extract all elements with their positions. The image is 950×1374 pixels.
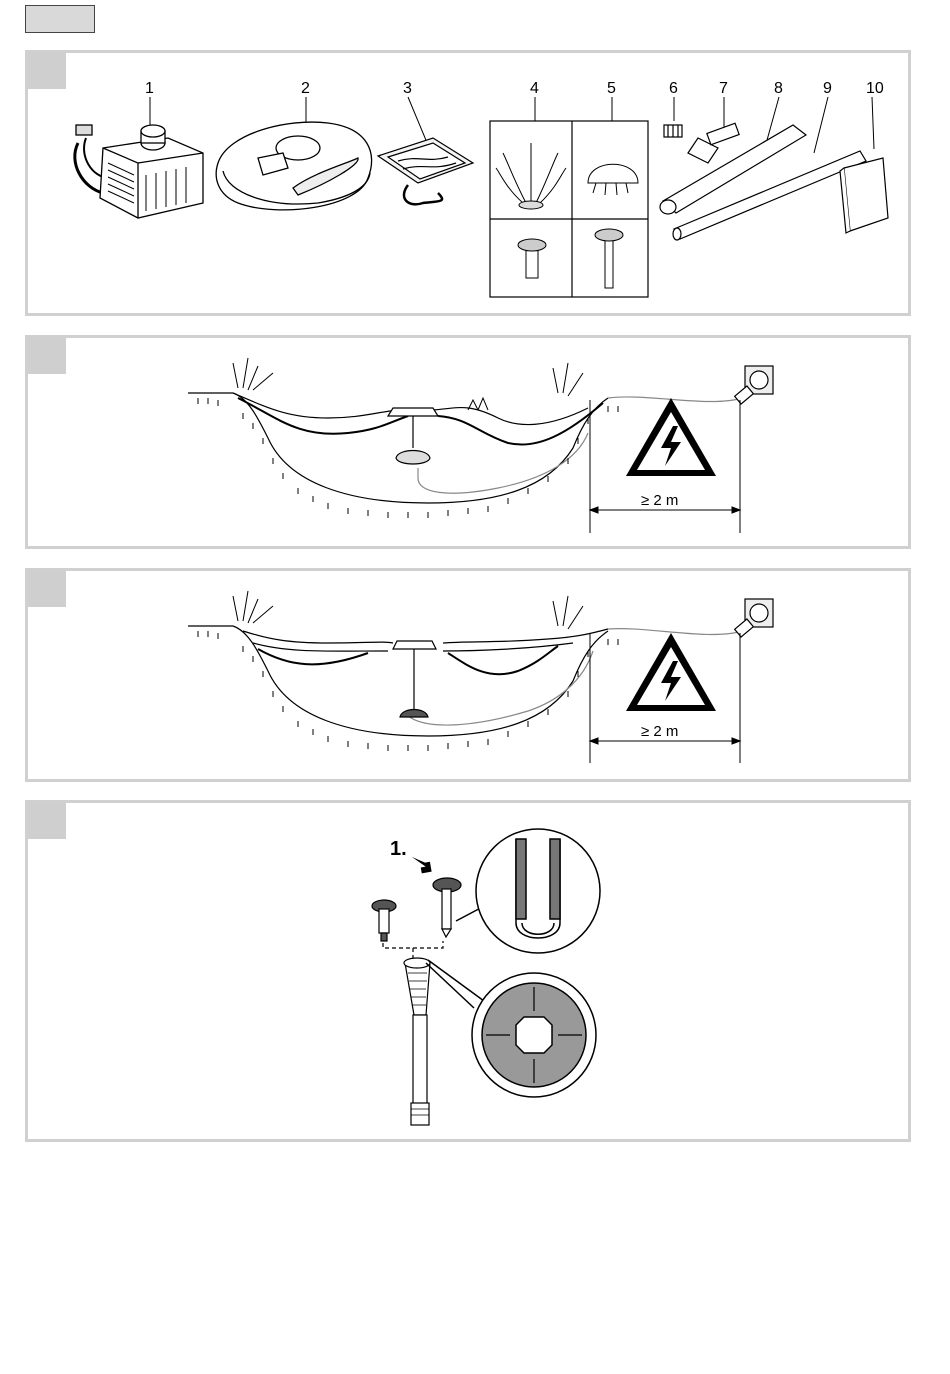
electric-hazard-icon <box>626 398 716 476</box>
detail-magnifier <box>426 960 596 1097</box>
pump-icon <box>75 125 203 218</box>
part-label-8: 8 <box>774 80 783 97</box>
pond-diagram: ≥ 2 m <box>28 571 914 785</box>
plant-icon <box>233 358 583 410</box>
manual-icon <box>840 158 888 233</box>
flow-regulator-icon <box>688 123 739 163</box>
electric-hazard-icon <box>626 633 716 711</box>
arrow-down-icon <box>412 854 432 875</box>
panel-placement-2: ≥ 2 m <box>25 568 911 782</box>
nozzle-part-icon <box>372 900 396 941</box>
part-label-7: 7 <box>719 80 728 97</box>
telescopic-tube-icon <box>404 958 430 1125</box>
assembly-drawing: 1. <box>28 803 914 1145</box>
filter-bag-icon <box>378 138 473 204</box>
part-label-6: 6 <box>669 80 678 97</box>
panel-placement-1: ≥ 2 m <box>25 335 911 549</box>
power-socket-icon <box>735 599 773 637</box>
part-label-10: 10 <box>866 80 884 97</box>
part-label-1: 1 <box>145 80 154 97</box>
distance-label: ≥ 2 m <box>641 723 678 740</box>
part-label-4: 4 <box>530 80 539 97</box>
pump-cover-icon <box>216 122 371 210</box>
nozzle-part-icon <box>433 878 461 937</box>
part-label-5: 5 <box>607 80 616 97</box>
power-socket-icon <box>735 366 773 404</box>
plant-icon <box>233 591 583 629</box>
figure-tag <box>25 5 95 33</box>
part-label-2: 2 <box>301 80 310 97</box>
pond-diagram: ≥ 2 m <box>28 338 914 552</box>
distance-label: ≥ 2 m <box>641 492 678 509</box>
panel-parts: 1 2 3 4 5 6 7 8 9 10 <box>25 50 911 316</box>
detail-magnifier <box>456 829 600 953</box>
step-label: 1. <box>390 838 407 860</box>
part-label-9: 9 <box>823 80 832 97</box>
adapter-icon <box>664 125 682 137</box>
telescopic-tube-icon <box>660 125 806 214</box>
part-label-3: 3 <box>403 80 412 97</box>
parts-drawing: 1 2 3 4 5 6 7 8 9 10 <box>28 53 914 319</box>
panel-assembly: 1. <box>25 800 911 1142</box>
